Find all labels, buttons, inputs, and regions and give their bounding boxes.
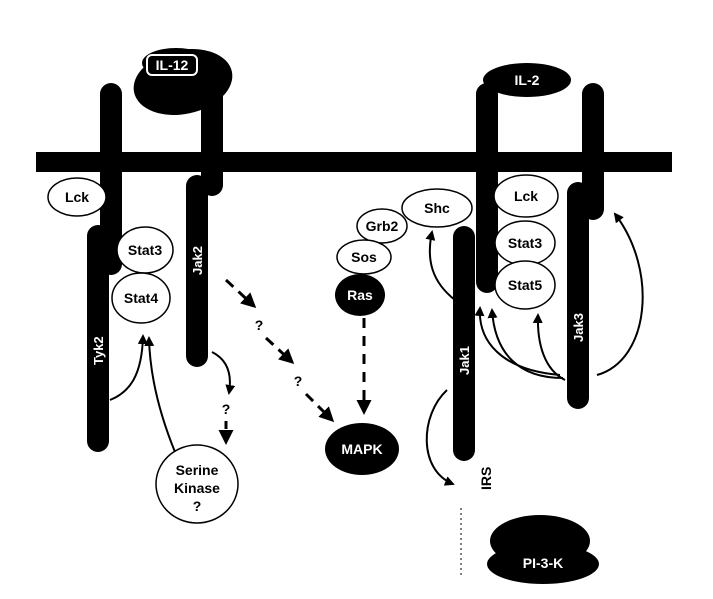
jak2-label: Jak2 xyxy=(190,246,205,275)
il12-ligand: IL-12 xyxy=(133,48,233,115)
pi3k-node: PI-3-K xyxy=(487,515,599,584)
jak1-bar xyxy=(453,226,475,461)
lck-left-label: Lck xyxy=(65,189,89,205)
arrow-jak3-loop xyxy=(596,212,644,376)
q-jak2-kinase: ? xyxy=(222,401,231,417)
jak1-label: Jak1 xyxy=(457,346,472,375)
tyk2-bar xyxy=(87,225,109,452)
lck-right-node: Lck xyxy=(493,174,559,218)
serine-kinase-label-2: Kinase xyxy=(174,480,220,496)
sos-label: Sos xyxy=(351,249,377,265)
jak2-bar xyxy=(186,175,208,367)
shc-label: Shc xyxy=(424,200,450,216)
jak3-bar xyxy=(567,182,589,409)
il12-receptor-chain-1-upper xyxy=(100,83,122,275)
arrow-jak1-to-shc xyxy=(425,230,456,301)
q-jak2-mapk-2: ? xyxy=(294,373,303,389)
grb2-node: Grb2 xyxy=(356,208,408,244)
arrow-tyk2-to-stat4 xyxy=(109,334,148,401)
il2-ligand: IL-2 xyxy=(483,63,571,97)
stat3-left-label: Stat3 xyxy=(128,242,162,258)
stat4-label: Stat4 xyxy=(124,290,158,306)
stat4-node: Stat4 xyxy=(111,272,171,324)
arrow-jak3-to-jak1-b xyxy=(487,308,564,379)
ras-label: Ras xyxy=(347,287,373,303)
lck-left-node: Lck xyxy=(47,177,107,217)
arrow-jak2-down xyxy=(211,351,236,395)
serine-kinase-label-3: ? xyxy=(193,498,202,514)
grb2-label: Grb2 xyxy=(366,218,399,234)
arrow-jak1-to-irs xyxy=(425,389,455,486)
stat5-label: Stat5 xyxy=(508,277,542,293)
arrow-jak3-to-stat5 xyxy=(532,313,566,381)
mapk-node: MAPK xyxy=(325,423,399,475)
il12-receptor-chain-2-upper xyxy=(201,86,223,196)
il2-receptor-chain-1-upper xyxy=(476,83,498,293)
jak3-label: Jak3 xyxy=(571,313,586,342)
irs-label: IRS xyxy=(478,467,494,490)
mapk-label: MAPK xyxy=(341,441,382,457)
arrow-jak3-to-jak1 xyxy=(474,306,561,376)
arrow-jak2-mapk-1 xyxy=(224,278,257,309)
stat3-left-node: Stat3 xyxy=(116,226,174,274)
tyk2-label: Tyk2 xyxy=(91,336,106,365)
arrow-kinase-to-stat4 xyxy=(144,336,176,453)
stat3-right-label: Stat3 xyxy=(508,235,542,251)
cell-membrane xyxy=(36,152,672,172)
sos-node: Sos xyxy=(336,239,392,275)
ras-node: Ras xyxy=(335,274,385,316)
stat5-node: Stat5 xyxy=(494,260,556,310)
stat3-right-node: Stat3 xyxy=(494,220,556,266)
serine-kinase-node: Serine Kinase ? xyxy=(155,444,239,524)
serine-kinase-label-1: Serine xyxy=(176,462,219,478)
shc-node: Shc xyxy=(401,188,473,228)
pi3k-label: PI-3-K xyxy=(523,555,563,571)
arrow-jak2-mapk-3 xyxy=(304,392,335,423)
il2-label: IL-2 xyxy=(515,72,540,88)
il2-receptor-chain-3-upper xyxy=(582,83,604,220)
arrow-jak2-mapk-2 xyxy=(264,336,295,365)
lck-right-label: Lck xyxy=(514,188,538,204)
il12-label: IL-12 xyxy=(156,57,189,73)
q-jak2-mapk-1: ? xyxy=(255,317,264,333)
